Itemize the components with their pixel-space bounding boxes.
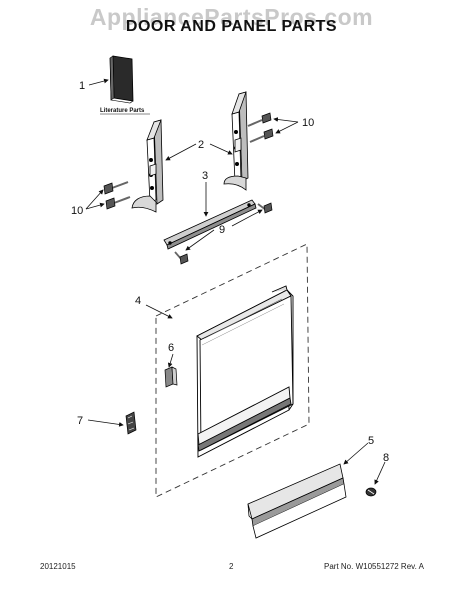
outer-door-panel-outline bbox=[155, 243, 310, 498]
callout-4: 4 bbox=[135, 295, 141, 307]
watermark: AppliancePartsPros.com bbox=[89, 4, 374, 30]
hinge-screws-left bbox=[103, 181, 131, 210]
literature-booklet bbox=[109, 55, 134, 104]
toe-kick-panel bbox=[247, 463, 347, 539]
leader-lines bbox=[85, 78, 386, 485]
callout-1: 1 bbox=[79, 80, 85, 92]
toe-panel-screw bbox=[365, 487, 377, 497]
callout-6: 6 bbox=[168, 342, 174, 354]
left-hinge-bracket bbox=[131, 119, 164, 213]
callout-3: 3 bbox=[202, 170, 208, 182]
callout-5: 5 bbox=[368, 435, 374, 447]
footer-part-number: Part No. W10551272 Rev. A bbox=[324, 562, 424, 571]
literature-parts-label: Literature Parts bbox=[100, 108, 145, 114]
door-front-panel bbox=[196, 285, 294, 458]
hinge-screws-right bbox=[247, 112, 274, 143]
rail-screws bbox=[174, 202, 273, 265]
footer-date: 20121015 bbox=[40, 562, 76, 571]
right-hinge-bracket bbox=[223, 91, 249, 191]
callout-2: 2 bbox=[198, 139, 204, 151]
callout-9: 9 bbox=[219, 224, 225, 236]
callout-8: 8 bbox=[383, 452, 389, 464]
door-bumper bbox=[125, 411, 137, 435]
callout-10-right: 10 bbox=[302, 117, 314, 129]
door-support-rail bbox=[163, 199, 257, 250]
door-latch-clip bbox=[164, 366, 178, 388]
footer-page-number: 2 bbox=[229, 562, 234, 571]
callout-10-left: 10 bbox=[71, 205, 83, 217]
callout-7: 7 bbox=[77, 415, 83, 427]
page-title: DOOR AND PANEL PARTS bbox=[125, 18, 338, 35]
